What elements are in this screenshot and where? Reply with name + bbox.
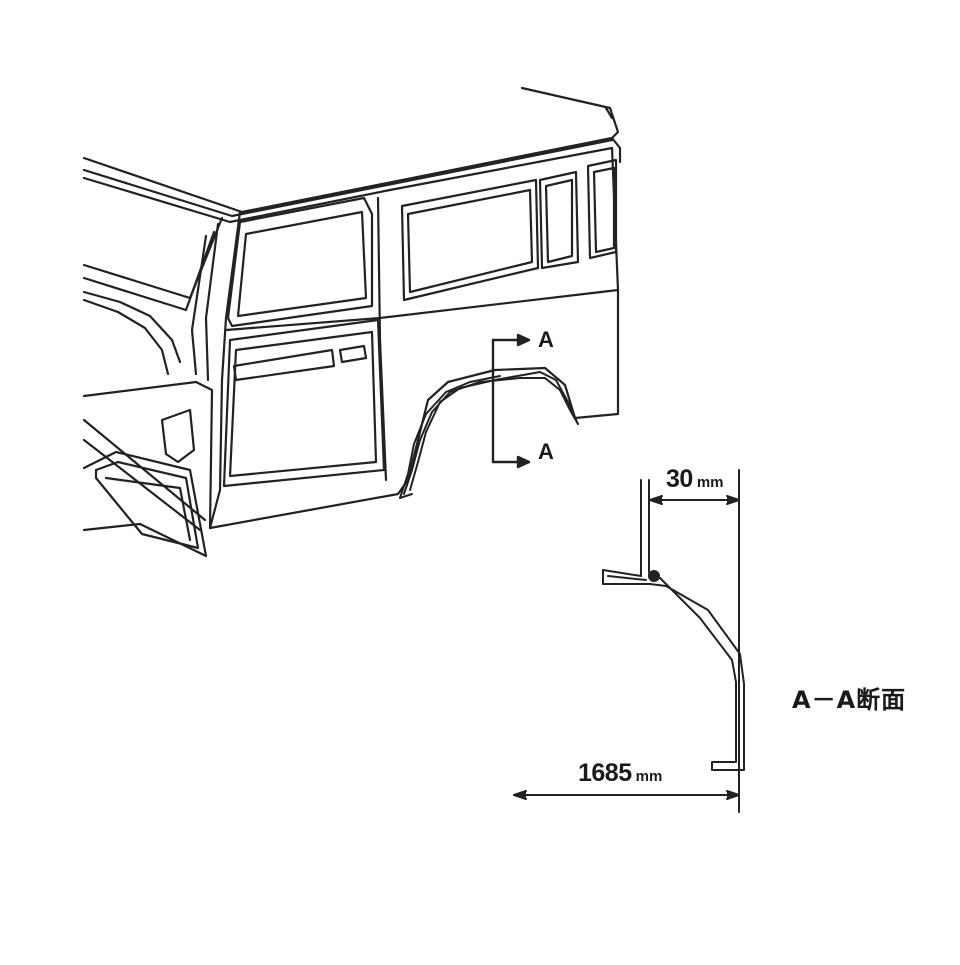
dimension-arrow-left-2 xyxy=(513,790,527,800)
dimension-arrow-left xyxy=(649,495,663,505)
section-arrow-top xyxy=(516,333,531,347)
dimension-unit-bottom: mm xyxy=(635,768,663,785)
fuel-lid xyxy=(160,408,196,464)
dimension-arrow-right xyxy=(726,495,740,505)
body-side-panel xyxy=(208,146,620,530)
section-title: A－A断面 xyxy=(792,686,907,714)
fender-flare-section xyxy=(648,570,745,771)
roof xyxy=(82,86,622,224)
section-arrow-bottom xyxy=(516,455,531,469)
cab-lower-panel xyxy=(82,380,214,558)
section-marker-bottom: A xyxy=(538,439,554,464)
section-marker-top: A xyxy=(538,327,554,352)
dimension-unit-top: mm xyxy=(696,474,724,491)
section-cut-line xyxy=(491,333,531,469)
door-handle xyxy=(338,344,368,364)
wheel-arch-flare xyxy=(399,371,579,499)
door-handle-recess xyxy=(232,348,336,382)
body-panel-section xyxy=(602,479,650,585)
dimension-value-bottom: 1685 xyxy=(578,759,632,787)
windshield-frame xyxy=(82,216,224,382)
rear-side-windows xyxy=(400,158,618,302)
section-detail-drawing xyxy=(513,469,745,813)
door xyxy=(222,196,386,488)
vehicle-body-drawing xyxy=(82,86,622,558)
dimension-value-top: 30 xyxy=(666,465,693,493)
dimension-arrow-right-2 xyxy=(726,790,740,800)
